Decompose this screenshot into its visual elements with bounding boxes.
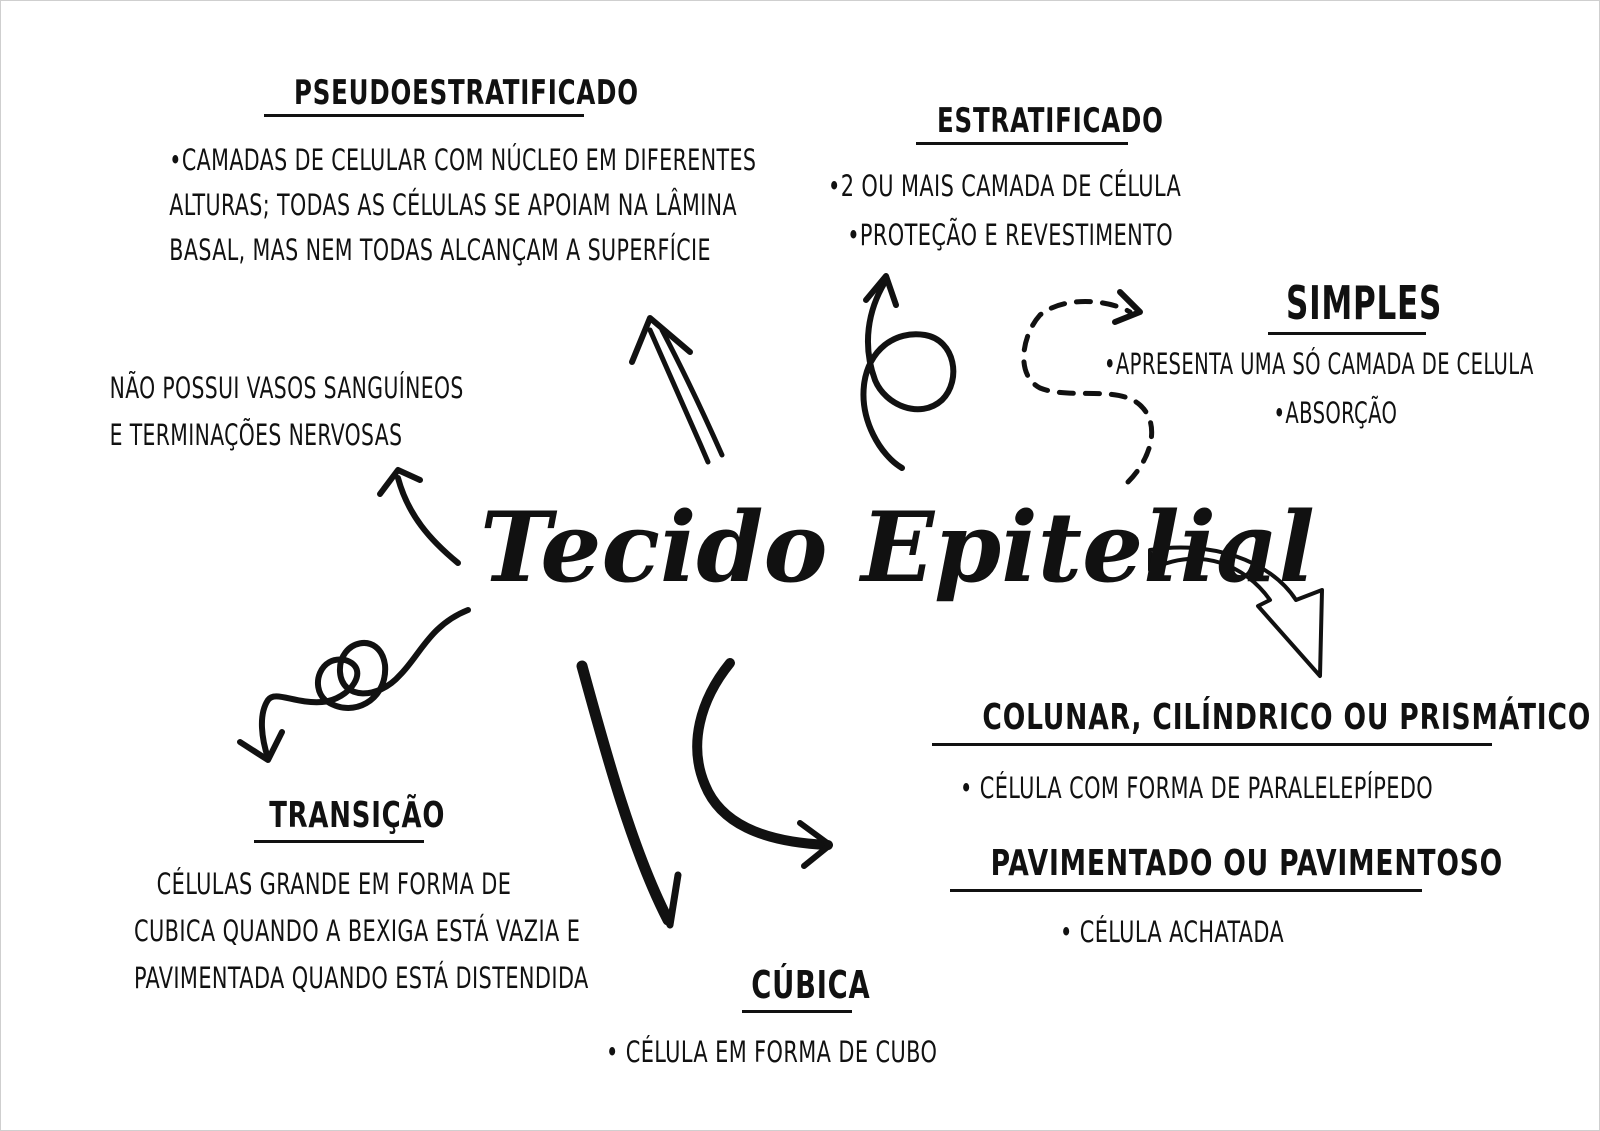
pavimentado-text: • CÉLULA ACHATADA bbox=[1060, 918, 1284, 947]
colunar-heading: COLUNAR, CILÍNDRICO OU PRISMÁTICO bbox=[982, 697, 1592, 738]
transicao-heading: TRANSIÇÃO bbox=[269, 795, 446, 836]
pseudoestratificado-underline bbox=[264, 114, 584, 117]
arrow-to-intro bbox=[377, 467, 461, 566]
cubica-line-1: • CÉLULA EM FORMA DE CUBO bbox=[606, 1035, 938, 1069]
arrow-to-pavimentado bbox=[692, 658, 833, 869]
pseudoestratificado-text: •CAMADAS DE CELULAR COM NÚCLEO EM DIFERE… bbox=[169, 143, 757, 267]
pseudoestratificado-line-3: BASAL, MAS NEM TODAS ALCANÇAM A SUPERFÍC… bbox=[169, 233, 711, 267]
page-title: Tecido Epitelial bbox=[480, 491, 1315, 604]
pavimentado-underline bbox=[950, 889, 1422, 892]
arrow-to-colunar bbox=[1148, 545, 1324, 678]
colunar-text: • CÉLULA COM FORMA DE PARALELEPÍPEDO bbox=[960, 774, 1433, 803]
pavimentado-heading: PAVIMENTADO OU PAVIMENTOSO bbox=[990, 843, 1504, 884]
arrow-to-simples bbox=[1021, 289, 1155, 485]
transicao-underline bbox=[254, 840, 424, 843]
cubica-text: • CÉLULA EM FORMA DE CUBO bbox=[606, 1038, 937, 1067]
simples-line-1: •APRESENTA UMA SÓ CAMADA DE CELULA bbox=[1104, 347, 1534, 381]
estratificado-heading: ESTRATIFICADO bbox=[937, 101, 1164, 141]
estratificado-underline bbox=[916, 142, 1128, 145]
simples-heading: SIMPLES bbox=[1286, 276, 1443, 330]
transicao-line-1: CÉLULAS GRANDE EM FORMA DE bbox=[156, 867, 512, 901]
simples-text: •APRESENTA UMA SÓ CAMADA DE CELULA •ABSO… bbox=[1104, 350, 1534, 428]
estratificado-line-2: •PROTEÇÃO E REVESTIMENTO bbox=[847, 218, 1174, 252]
arrow-to-pseudoestratificado bbox=[629, 315, 725, 465]
estratificado-text: •2 OU MAIS CAMADA DE CÉLULA •PROTEÇÃO E … bbox=[828, 172, 1181, 250]
intro-text: NÃO POSSUI VASOS SANGUÍNEOS E TERMINAÇÕE… bbox=[109, 371, 464, 452]
colunar-underline bbox=[932, 743, 1492, 746]
arrow-to-cubica bbox=[576, 660, 682, 929]
transicao-line-3: PAVIMENTADA QUANDO ESTÁ DISTENDIDA bbox=[134, 961, 589, 995]
transicao-text: CÉLULAS GRANDE EM FORMA DE CUBICA QUANDO… bbox=[134, 867, 589, 995]
intro-line-1: NÃO POSSUI VASOS SANGUÍNEOS bbox=[109, 371, 464, 405]
pavimentado-line-1: • CÉLULA ACHATADA bbox=[1060, 915, 1285, 949]
simples-line-2: •ABSORÇÃO bbox=[1273, 396, 1398, 430]
intro-line-2: E TERMINAÇÕES NERVOSAS bbox=[109, 418, 403, 452]
estratificado-line-1: •2 OU MAIS CAMADA DE CÉLULA bbox=[828, 169, 1182, 203]
arrow-to-transicao bbox=[237, 607, 471, 763]
colunar-line-1: • CÉLULA COM FORMA DE PARALELEPÍPEDO bbox=[960, 771, 1434, 805]
arrow-to-estratificado bbox=[860, 273, 957, 471]
cubica-underline bbox=[742, 1010, 852, 1013]
simples-underline bbox=[1268, 332, 1426, 335]
pseudoestratificado-line-1: •CAMADAS DE CELULAR COM NÚCLEO EM DIFERE… bbox=[169, 143, 757, 177]
transicao-line-2: CUBICA QUANDO A BEXIGA ESTÁ VAZIA E bbox=[134, 914, 581, 948]
pseudoestratificado-line-2: ALTURAS; TODAS AS CÉLULAS SE APOIAM NA L… bbox=[169, 188, 737, 222]
cubica-heading: CÚBICA bbox=[751, 963, 871, 1007]
pseudoestratificado-heading: PSEUDOESTRATIFICADO bbox=[294, 73, 639, 113]
